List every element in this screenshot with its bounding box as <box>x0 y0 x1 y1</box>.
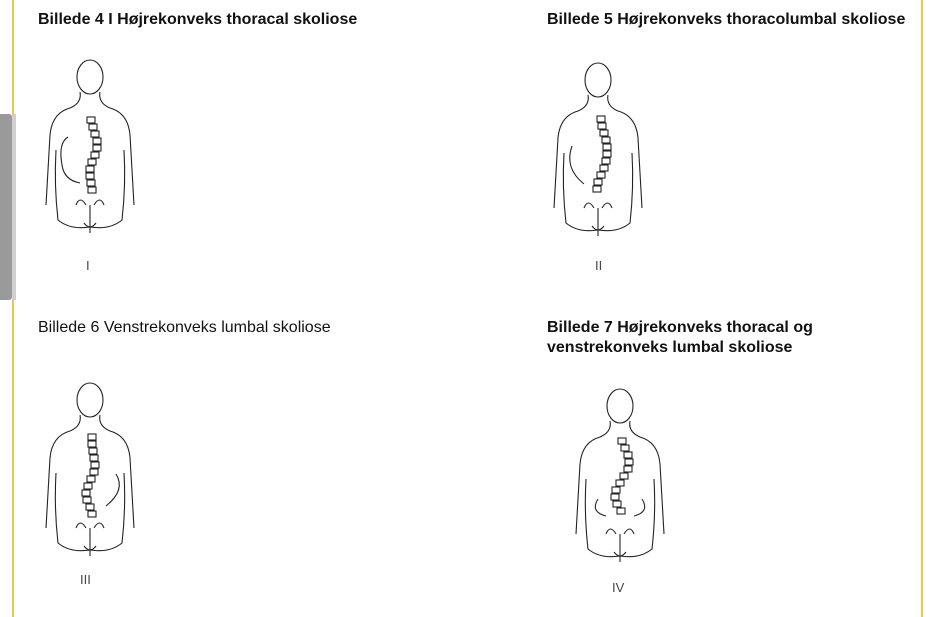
caption-figure-7: Billede 7 Højrekonveks thoracal og venst… <box>547 318 897 358</box>
back-illustration-thoracolumbal <box>548 58 648 243</box>
figure-numeral-4: IV <box>612 580 624 595</box>
back-illustration-thoracal <box>40 55 140 240</box>
side-tab <box>0 114 12 300</box>
figure-numeral-1: I <box>86 258 90 273</box>
figure-numeral-2: II <box>595 258 602 273</box>
caption-figure-4: Billede 4 I Højrekonveks thoracal skolio… <box>38 10 478 30</box>
caption-figure-5: Billede 5 Højrekonveks thoracolumbal sko… <box>547 10 917 30</box>
page-frame <box>12 0 923 617</box>
back-illustration-double-curve <box>570 384 670 569</box>
back-illustration-lumbal <box>40 378 140 563</box>
side-tab-highlight <box>12 114 16 300</box>
caption-figure-6: Billede 6 Venstrekonveks lumbal skoliose <box>38 318 478 338</box>
figure-numeral-3: III <box>80 572 91 587</box>
